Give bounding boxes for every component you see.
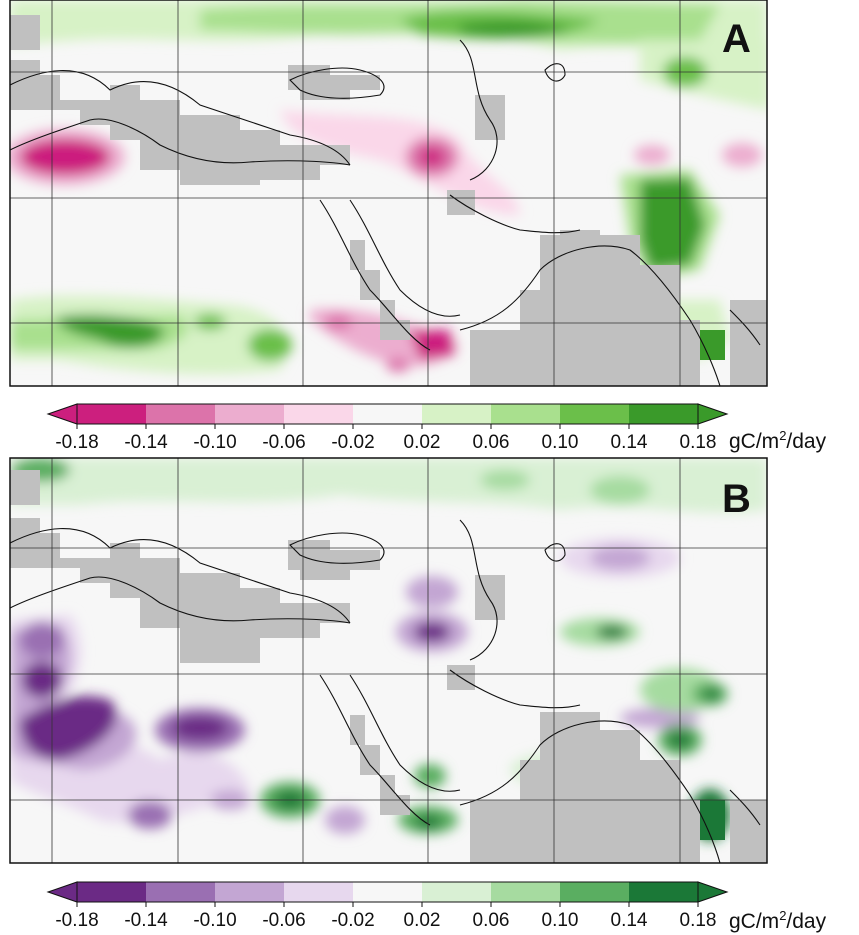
colorbar-b-ticks bbox=[76, 902, 699, 907]
colorbar-a-tick-label: -0.18 bbox=[55, 432, 98, 453]
colorbar-a-over-arrow bbox=[697, 403, 729, 425]
colorbar-b-tick-label: 0.14 bbox=[611, 910, 648, 931]
colorbar-a-tick-label: -0.14 bbox=[124, 432, 168, 453]
panel-a-map: A bbox=[9, 0, 768, 387]
panel-b-land-mask bbox=[10, 470, 767, 863]
colorbar-a-tick-label: 0.02 bbox=[404, 432, 441, 453]
colorbar-a-tick-label: 0.10 bbox=[542, 432, 579, 453]
panel-a-colorbar: -0.18 -0.14 -0.10 -0.06 -0.02 0.02 0.06 … bbox=[46, 403, 827, 453]
colorbar-b-tick-label: -0.10 bbox=[193, 910, 236, 931]
panel-b-coastlines bbox=[10, 519, 761, 863]
panel-b-gridlines bbox=[10, 458, 767, 863]
panel-b-letter: B bbox=[722, 477, 751, 521]
panel-b-colorbar: -0.18 -0.14 -0.10 -0.06 -0.02 0.02 0.06 … bbox=[46, 881, 827, 933]
colorbar-a-tick-label: -0.10 bbox=[193, 432, 236, 453]
colorbar-b-tick-label: 0.18 bbox=[680, 910, 717, 931]
colorbar-b-tick-label: -0.14 bbox=[124, 910, 168, 931]
colorbar-a-tick-label: 0.06 bbox=[473, 432, 510, 453]
colorbar-b-tick-label: 0.10 bbox=[542, 910, 579, 931]
colorbar-a-tick-label: -0.06 bbox=[262, 432, 305, 453]
panel-b-map: B bbox=[9, 457, 768, 864]
colorbar-b-over-arrow bbox=[697, 881, 729, 903]
colorbar-b-unit: gC/m2/day bbox=[729, 908, 827, 933]
colorbar-a-under-arrow bbox=[46, 403, 78, 425]
colorbar-b-tick-label: 0.02 bbox=[404, 910, 441, 931]
panel-a-gridlines bbox=[10, 0, 767, 386]
colorbar-a-unit: gC/m2/day bbox=[729, 428, 827, 453]
panel-a-letter: A bbox=[722, 17, 751, 61]
colorbar-b-tick-label: -0.18 bbox=[55, 910, 98, 931]
colorbar-b-swatches bbox=[77, 882, 698, 902]
colorbar-b-tick-label: -0.06 bbox=[262, 910, 305, 931]
colorbar-b-tick-label: -0.02 bbox=[331, 910, 374, 931]
colorbar-b-under-arrow bbox=[46, 881, 78, 903]
panel-a-anomaly-field bbox=[10, 0, 767, 375]
colorbar-a-tick-label: 0.14 bbox=[611, 432, 648, 453]
colorbar-a-ticks bbox=[76, 424, 699, 429]
colorbar-a-swatches bbox=[77, 404, 698, 424]
colorbar-a-tick-label: -0.02 bbox=[331, 432, 374, 453]
colorbar-a-tick-label: 0.18 bbox=[680, 432, 717, 453]
colorbar-b-tick-label: 0.06 bbox=[473, 910, 510, 931]
panel-a-land-mask bbox=[10, 15, 767, 386]
